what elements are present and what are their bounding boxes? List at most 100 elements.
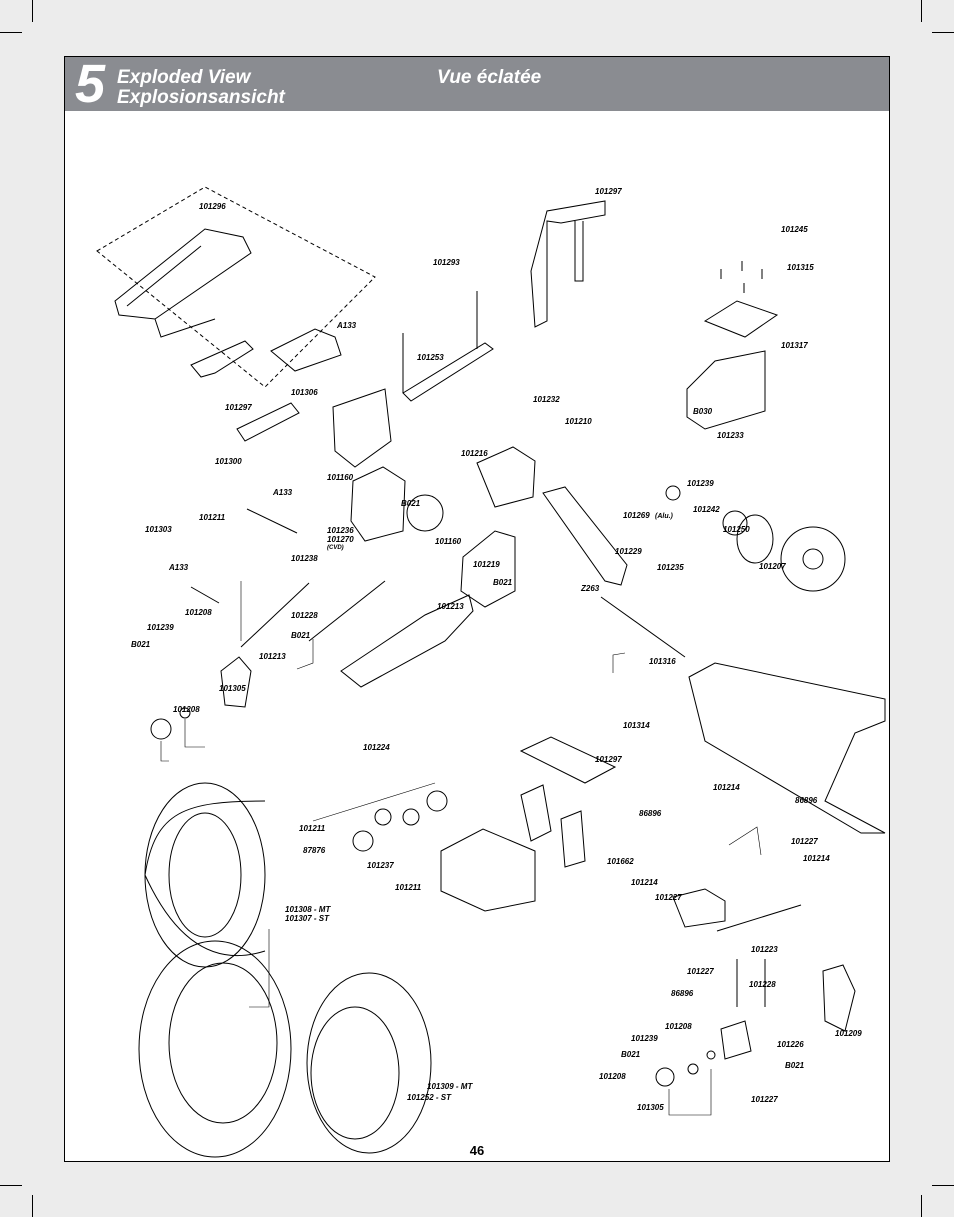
bumper-group-outline — [96, 186, 376, 388]
servo-saver-ring — [426, 790, 448, 812]
part-label: 101309 - MT — [427, 1082, 473, 1091]
pin-101300 — [246, 508, 298, 534]
part-label: B021 — [785, 1061, 805, 1070]
exploded-view-drawing — [96, 186, 886, 1158]
part-label: 101213 — [259, 652, 286, 661]
crop-mark — [921, 1195, 922, 1217]
part-label: B021 — [131, 640, 151, 649]
part-label: 101305 — [219, 684, 246, 693]
servo-saver-ring — [402, 808, 420, 826]
lower-suspension-arm — [340, 594, 474, 688]
part-label: 101253 — [417, 353, 444, 362]
part-label: A133 — [273, 488, 293, 497]
crop-mark — [921, 0, 922, 22]
rear-gearbox — [476, 446, 536, 508]
crop-mark — [32, 1195, 33, 1217]
crop-mark — [0, 1185, 22, 1186]
part-label: 101303 — [145, 525, 172, 534]
hub-carrier — [220, 656, 252, 708]
part-label: 101207 — [759, 562, 786, 571]
part-label: 101237 — [367, 861, 394, 870]
part-label: 101250 — [723, 525, 750, 534]
crop-mark — [932, 32, 954, 33]
chassis-brace — [542, 486, 628, 586]
part-label: 101245 — [781, 225, 808, 234]
leader-line — [668, 1069, 712, 1116]
part-label: 101228 — [749, 980, 776, 989]
part-label: 101239 — [147, 623, 174, 632]
part-label: 101269 — [623, 511, 650, 520]
part-label: 101211 — [299, 824, 326, 833]
main-chassis-plate — [688, 662, 886, 834]
part-label: 101233 — [717, 431, 744, 440]
washer — [687, 1063, 699, 1075]
part-label: 101227 — [751, 1095, 778, 1104]
part-label: 101297 — [225, 403, 252, 412]
part-label: B021 — [621, 1050, 641, 1059]
crop-mark — [32, 0, 33, 22]
part-label: A133 — [169, 563, 189, 572]
part-label: 101239 — [687, 479, 714, 488]
part-label: 101228 — [291, 611, 318, 620]
part-label: 101317 — [781, 341, 808, 350]
title-german: Explosionsansicht — [117, 87, 285, 108]
leader-line — [728, 826, 762, 856]
part-label: (Alu.) — [655, 513, 673, 520]
part-label: 101314 — [623, 721, 650, 730]
part-label: 86896 — [671, 989, 694, 998]
servo-horn — [352, 830, 374, 852]
part-label: 101239 — [631, 1034, 658, 1043]
front-mount — [332, 388, 392, 468]
part-label: 101296 — [199, 202, 226, 211]
leader-line — [160, 741, 169, 762]
leader-line — [249, 929, 270, 1008]
spur-gear — [780, 526, 846, 592]
part-label: 101160 — [327, 473, 354, 482]
wheel-inner — [310, 1006, 400, 1140]
gearbox-lower — [460, 530, 516, 608]
tire-body — [144, 800, 266, 957]
part-label: 101208 — [185, 608, 212, 617]
drag-link — [716, 904, 802, 932]
wheel-nut — [655, 1067, 675, 1087]
wheel — [306, 972, 432, 1154]
part-label: 101214 — [631, 878, 658, 887]
manual-page: 5 Exploded View Explosionsansicht Vue éc… — [64, 54, 890, 1162]
part-label: 101224 — [363, 743, 390, 752]
part-label: 101238 — [291, 554, 318, 563]
part-label: 101297 — [595, 755, 622, 764]
part-label: 101214 — [713, 783, 740, 792]
part-label: 101208 — [665, 1022, 692, 1031]
slipper-pad — [736, 514, 774, 564]
part-label: 101209 — [835, 1029, 862, 1038]
part-label: 101160 — [435, 537, 462, 546]
turnbuckle — [240, 582, 310, 648]
part-label: 101208 — [173, 705, 200, 714]
part-label: A133 — [337, 321, 357, 330]
part-label: 86896 — [795, 796, 818, 805]
wheel-nut — [150, 718, 172, 740]
bumper-mount — [190, 340, 254, 378]
rear-hub-carrier — [822, 964, 856, 1032]
part-label: Z263 — [581, 584, 600, 593]
part-label: 101235 — [657, 563, 684, 572]
part-label: (CVD) — [327, 545, 344, 551]
tire-outer — [144, 782, 266, 968]
title-french: Vue éclatée — [437, 67, 542, 88]
treaded-tire-rim — [168, 962, 278, 1124]
part-label: 101211 — [395, 883, 422, 892]
part-label: B021 — [401, 499, 421, 508]
part-label: 101232 — [533, 395, 560, 404]
drive-shaft — [600, 596, 686, 658]
leader-line — [312, 782, 436, 822]
part-label: 101316 — [649, 657, 676, 666]
servo-mount — [520, 784, 552, 842]
crop-mark — [0, 32, 22, 33]
part-label: 101208 — [599, 1072, 626, 1081]
part-label: 101229 — [615, 547, 642, 556]
crop-mark — [932, 1185, 954, 1186]
pin-101303 — [190, 586, 220, 604]
leader-line — [184, 719, 205, 748]
bearing — [665, 485, 681, 501]
bumper-block — [236, 402, 300, 442]
